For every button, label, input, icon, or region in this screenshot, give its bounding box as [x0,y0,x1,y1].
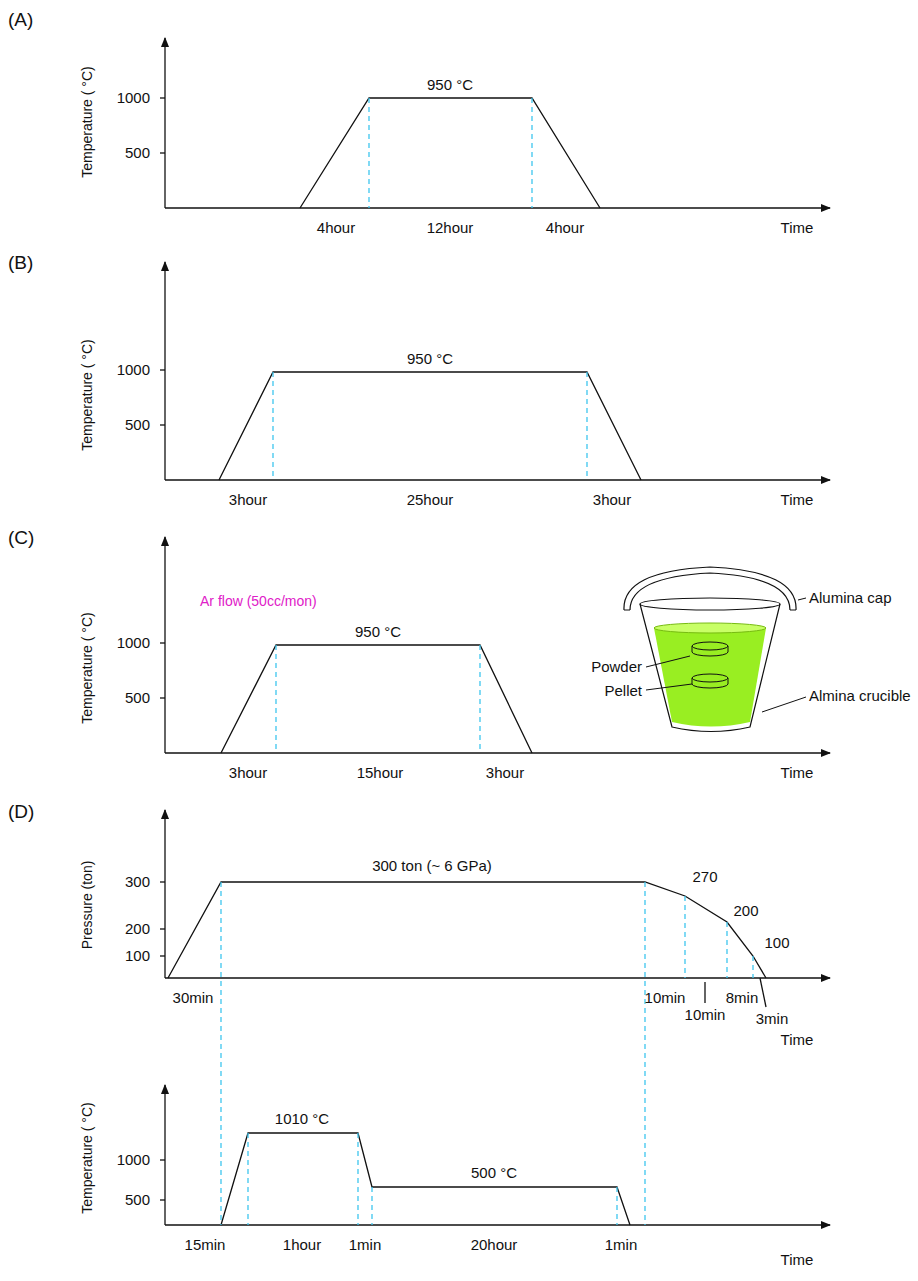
duration-label: 3hour [486,765,524,782]
duration-label: 15min [185,1237,226,1254]
temperature-profile [300,98,600,208]
part-label: Pellet [604,683,642,700]
duration-label: 12hour [427,220,474,237]
tick-label: 500 [125,145,150,162]
tick-label: 500 [125,690,150,707]
part-label: Powder [591,659,642,676]
step-label: 270 [692,869,717,886]
tick-label: 200 [125,921,150,938]
plateau-label: 950 °C [355,624,401,641]
tick-label: 500 [125,417,150,434]
duration-label: 8min [726,990,759,1007]
step-label: 100 [764,935,789,952]
panel-letter: (B) [8,253,33,274]
duration-label: 10min [645,990,686,1007]
tick-label: 1000 [117,635,150,652]
plateau-label: 500 °C [471,1165,517,1182]
panel-letter: (D) [8,802,34,823]
pressure-profile [168,882,766,978]
axis-title: Time [781,492,814,509]
y-axis [164,38,165,208]
duration-label: 1hour [283,1237,321,1254]
duration-label: 10min [685,1007,726,1024]
plateau-label: 950 °C [427,77,473,94]
duration-label: 25hour [407,492,454,509]
duration-label: 15hour [357,765,404,782]
temperature-profile [221,1133,630,1225]
axis-title: Temperature ( °C) [80,1102,95,1213]
plateau-label: 950 °C [407,351,453,368]
panel-letter: (C) [8,528,34,549]
tick-label: 100 [125,948,150,965]
duration-label: 1min [349,1237,382,1254]
axis-title: Time [781,765,814,782]
duration-label: 3hour [229,492,267,509]
axis-title: Temperature ( °C) [80,66,95,177]
plateau-label: 1010 °C [275,1111,329,1128]
tick-label: 300 [125,874,150,891]
duration-label: 4hour [546,220,584,237]
plateau-label: 300 ton (~ 6 GPa) [372,858,492,875]
panel-letter: (A) [8,10,33,31]
axis-title: Time [781,1032,814,1049]
temperature-profile [219,372,641,480]
duration-label: 3hour [593,492,631,509]
duration-label: 1min [605,1237,638,1254]
gas-flow-note: Ar flow (50cc/mon) [200,594,317,609]
x-axis [165,207,830,208]
axis-title: Time [781,220,814,237]
crucible-illustration [624,567,806,732]
tick-label: 1000 [117,362,150,379]
duration-label: 3hour [229,765,267,782]
axis-title: Time [781,1252,814,1269]
axis-title: Pressure (ton) [80,861,95,950]
axis-title: Temperature ( °C) [80,339,95,450]
part-label: Alumina cap [809,590,892,607]
part-label: Almina crucible [809,688,911,705]
tick-label: 500 [125,1192,150,1209]
axis-title: Temperature ( °C) [80,612,95,723]
duration-label: 4hour [317,220,355,237]
tick-label: 1000 [117,1152,150,1169]
duration-label: 30min [173,990,214,1007]
tick-label: 1000 [117,90,150,107]
duration-label: 20hour [471,1237,518,1254]
duration-label: 3min [756,1011,789,1028]
temperature-profile [221,645,532,753]
step-label: 200 [733,903,758,920]
